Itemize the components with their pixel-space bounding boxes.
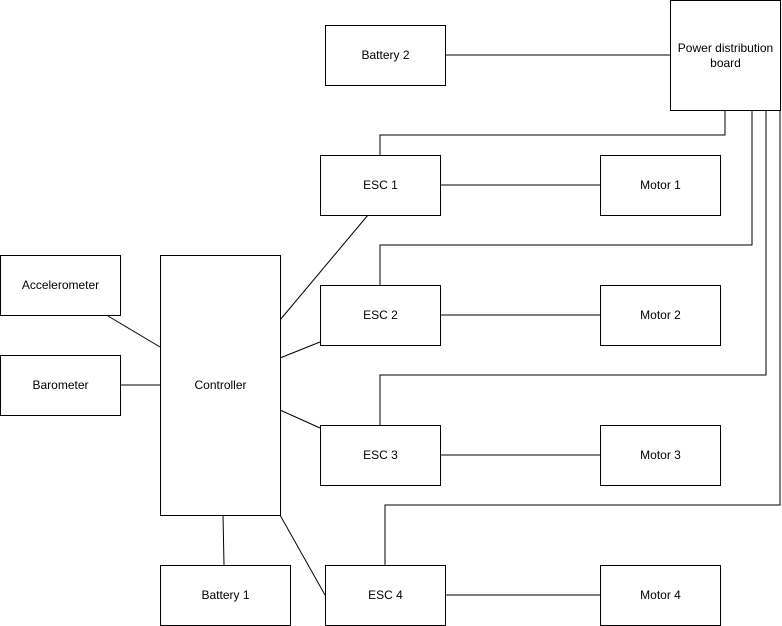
battery-2-label: Battery 2 — [361, 48, 410, 62]
wire-pdb-esc4 — [384, 110, 781, 565]
esc-4-label: ESC 4 — [368, 588, 403, 602]
esc-3-label: ESC 3 — [363, 448, 398, 462]
motor-1-block: Motor 1 — [600, 155, 721, 216]
wire-controller-esc3 — [279, 409, 321, 429]
esc-1-label: ESC 1 — [363, 178, 398, 192]
wire-pdb-esc1 — [379, 110, 726, 155]
wire-controller-battery1 — [222, 514, 225, 566]
battery-1-label: Battery 1 — [201, 588, 250, 602]
esc-4-block: ESC 4 — [325, 565, 446, 626]
motor-4-block: Motor 4 — [600, 565, 721, 626]
controller-block: Controller — [160, 255, 281, 516]
esc-3-block: ESC 3 — [320, 425, 441, 486]
barometer-label: Barometer — [32, 378, 89, 392]
accelerometer-block: Accelerometer — [0, 255, 121, 316]
esc-1-block: ESC 1 — [320, 155, 441, 216]
esc-2-label: ESC 2 — [363, 308, 398, 322]
wire-controller-esc4 — [279, 514, 326, 596]
wire-pdb-esc3 — [379, 110, 767, 425]
barometer-block: Barometer — [0, 355, 121, 416]
motor-4-label: Motor 4 — [640, 588, 681, 602]
motor-2-block: Motor 2 — [600, 285, 721, 346]
motor-3-block: Motor 3 — [600, 425, 721, 486]
wire-pdb-esc2 — [379, 110, 753, 285]
motor-3-label: Motor 3 — [640, 448, 681, 462]
esc-2-block: ESC 2 — [320, 285, 441, 346]
wire-controller-esc2 — [279, 341, 321, 359]
wire-accelerometer-controller — [107, 315, 161, 348]
power-distribution-board-block: Power distribution board — [670, 0, 781, 111]
battery-1-block: Battery 1 — [160, 565, 291, 626]
controller-label: Controller — [194, 378, 247, 392]
motor-2-label: Motor 2 — [640, 308, 681, 322]
battery-2-block: Battery 2 — [325, 25, 446, 86]
accelerometer-label: Accelerometer — [21, 278, 100, 292]
motor-1-label: Motor 1 — [640, 178, 681, 192]
power-distribution-board-label: Power distribution board — [677, 41, 774, 70]
wire-controller-esc1 — [279, 214, 369, 321]
